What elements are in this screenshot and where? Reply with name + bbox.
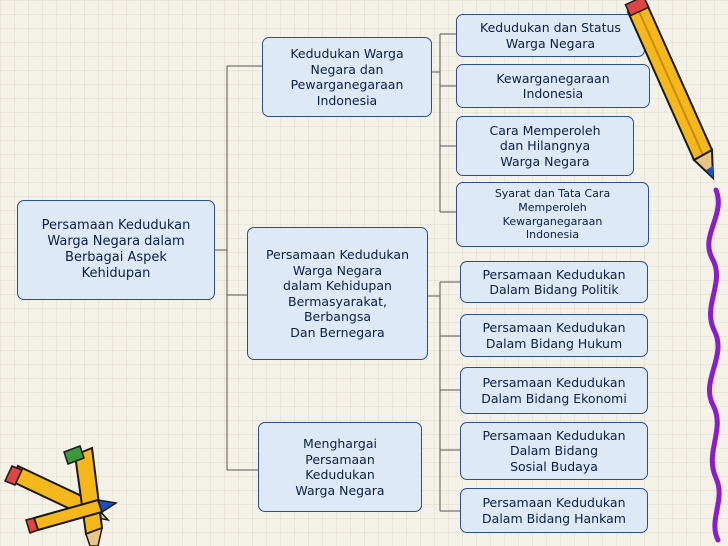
node-bidang-hukum: Persamaan Kedudukan Dalam Bidang Hukum — [460, 314, 648, 357]
node-syarat-tata-cara: Syarat dan Tata Cara Memperoleh Kewargan… — [456, 182, 649, 247]
node-persamaan-kedudukan-kehidupan: Persamaan Kedudukan Warga Negara dalam K… — [247, 227, 428, 360]
node-kewarganegaraan-indonesia: Kewarganegaraan Indonesia — [456, 64, 650, 108]
node-menghargai-persamaan: Menghargai Persamaan Kedudukan Warga Neg… — [258, 422, 422, 512]
node-bidang-sosial-budaya: Persamaan Kedudukan Dalam Bidang Sosial … — [460, 422, 648, 480]
node-bidang-ekonomi: Persamaan Kedudukan Dalam Bidang Ekonomi — [460, 367, 648, 414]
node-kedudukan-warga-negara: Kedudukan Warga Negara dan Pewarganegara… — [262, 37, 432, 117]
node-bidang-hankam: Persamaan Kedudukan Dalam Bidang Hankam — [460, 488, 648, 533]
node-kedudukan-status: Kedudukan dan Status Warga Negara — [456, 14, 645, 57]
root-node: Persamaan Kedudukan Warga Negara dalam B… — [17, 200, 215, 300]
node-cara-memperoleh: Cara Memperoleh dan Hilangnya Warga Nega… — [456, 116, 634, 176]
node-bidang-politik: Persamaan Kedudukan Dalam Bidang Politik — [460, 261, 648, 303]
